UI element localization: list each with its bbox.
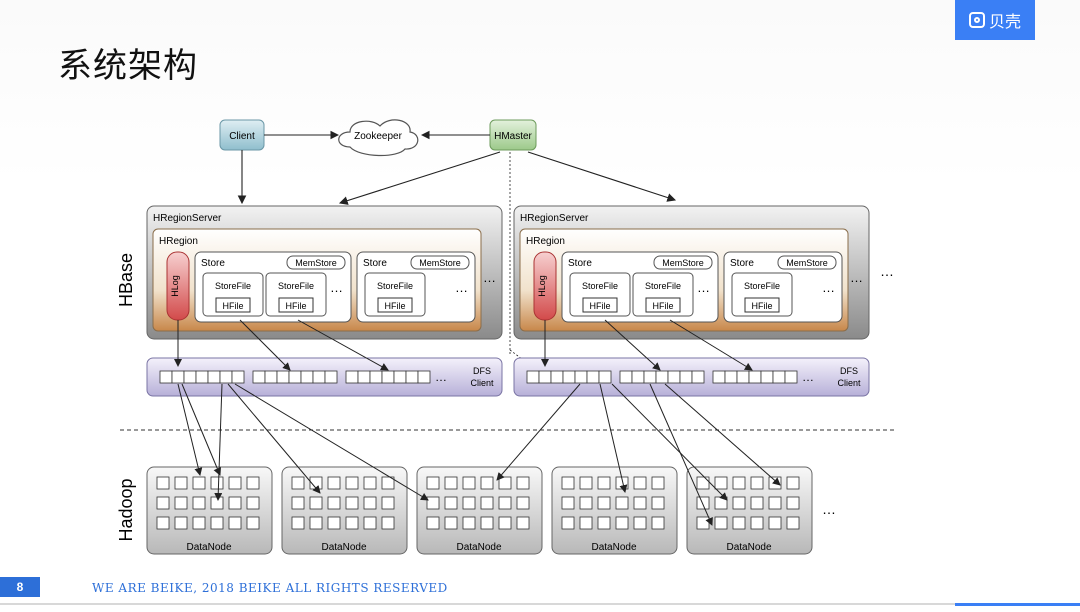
dfs-client-2: … DFS Client <box>513 357 870 397</box>
link-arrow <box>181 383 221 476</box>
footer-divider <box>0 603 1080 605</box>
footer-text: WE ARE BEIKE, 2018 BEIKE ALL RIGHTS RESE… <box>92 581 448 595</box>
store-label: Store <box>363 258 387 269</box>
store-2: Store MemStoreStoreFileHFile … <box>723 251 843 323</box>
zookeeper-label: Zookeeper <box>354 131 402 142</box>
dfs-clients: … DFS Client … DFS Client <box>146 357 870 397</box>
store-more-ellipsis: … <box>697 280 710 295</box>
link-arrow <box>599 383 628 493</box>
hfile-label: HFile <box>751 301 772 311</box>
hmaster-label: HMaster <box>494 131 532 142</box>
hlog-label: HLog <box>170 275 180 297</box>
dfs-client-label: Client <box>837 378 861 388</box>
memstore-label: MemStore <box>662 258 704 268</box>
hfile-label: HFile <box>589 301 610 311</box>
datanode-4: DataNode <box>551 466 678 555</box>
link-arrow <box>234 383 429 501</box>
region-server-label: HRegionServer <box>520 213 589 224</box>
dfs-label: DFS <box>473 366 491 376</box>
storefile-label: StoreFile <box>215 281 251 291</box>
store-2: Store MemStoreStoreFileHFile … <box>356 251 476 323</box>
storefile-label: StoreFile <box>582 281 618 291</box>
storefile-label: StoreFile <box>744 281 780 291</box>
storefile-label: StoreFile <box>645 281 681 291</box>
storefile-label: StoreFile <box>377 281 413 291</box>
zookeeper-node: Zookeeper <box>338 119 419 157</box>
datanode-5: DataNode <box>686 466 813 555</box>
hadoop-side-label: Hadoop <box>116 478 136 541</box>
dfs-more-ellipsis: … <box>435 370 447 384</box>
hmaster-node: HMaster <box>489 119 537 151</box>
datanode-label: DataNode <box>321 542 366 553</box>
storefile-label: StoreFile <box>278 281 314 291</box>
hfile-label: HFile <box>384 301 405 311</box>
link-arrow <box>669 319 753 371</box>
memstore-label: MemStore <box>295 258 337 268</box>
datanode-label: DataNode <box>186 542 231 553</box>
hlog-label: HLog <box>537 275 547 297</box>
link-arrow <box>214 383 223 501</box>
page-number: 8 <box>0 577 40 597</box>
datanode-more-ellipsis: … <box>822 501 836 517</box>
region-more-ellipsis: … <box>850 270 863 285</box>
datanode-label: DataNode <box>456 542 501 553</box>
datanode-2: DataNode <box>281 466 408 555</box>
memstore-label: MemStore <box>419 258 461 268</box>
page-title: 系统架构 <box>58 46 198 86</box>
store-more-ellipsis: … <box>455 280 468 295</box>
link-arrow <box>664 383 781 486</box>
client-node: Client <box>219 119 265 151</box>
client-label: Client <box>229 131 255 142</box>
link-arrow <box>649 383 713 526</box>
dfs-label: DFS <box>840 366 858 376</box>
footer-accent <box>955 603 1080 606</box>
server-more-ellipsis: … <box>880 263 894 279</box>
datanode-label: DataNode <box>726 542 771 553</box>
datanodes: DataNode DataNode DataNode DataNode DataNode… <box>146 466 836 555</box>
data-links <box>174 319 781 526</box>
link-arrow <box>239 319 291 371</box>
dfs-client-label: Client <box>470 378 494 388</box>
store-more-ellipsis: … <box>330 280 343 295</box>
logo-text: 贝壳 <box>988 12 1021 31</box>
link-arrow <box>604 319 661 371</box>
store-label: Store <box>730 258 754 269</box>
link-arrow <box>496 383 581 481</box>
dfs-client-1: … DFS Client <box>146 357 503 397</box>
hfile-label: HFile <box>652 301 673 311</box>
hfile-label: HFile <box>285 301 306 311</box>
region-label: HRegion <box>159 236 198 247</box>
link-arrow <box>227 383 321 494</box>
datanode-label: DataNode <box>591 542 636 553</box>
link-arrow <box>611 383 728 501</box>
store-label: Store <box>568 258 592 269</box>
link-arrow <box>297 319 389 371</box>
link-arrow <box>177 383 203 476</box>
datanode-3: DataNode <box>416 466 543 555</box>
store-more-ellipsis: … <box>822 280 835 295</box>
dfs-more-ellipsis: … <box>802 370 814 384</box>
hbase-side-label: HBase <box>116 253 136 307</box>
region-server-label: HRegionServer <box>153 213 222 224</box>
region-label: HRegion <box>526 236 565 247</box>
hfile-label: HFile <box>222 301 243 311</box>
beike-logo: 贝壳 <box>955 0 1035 40</box>
store-label: Store <box>201 258 225 269</box>
memstore-label: MemStore <box>786 258 828 268</box>
region-more-ellipsis: … <box>483 270 496 285</box>
logo-icon <box>968 12 985 28</box>
datanode-1: DataNode <box>146 466 273 555</box>
